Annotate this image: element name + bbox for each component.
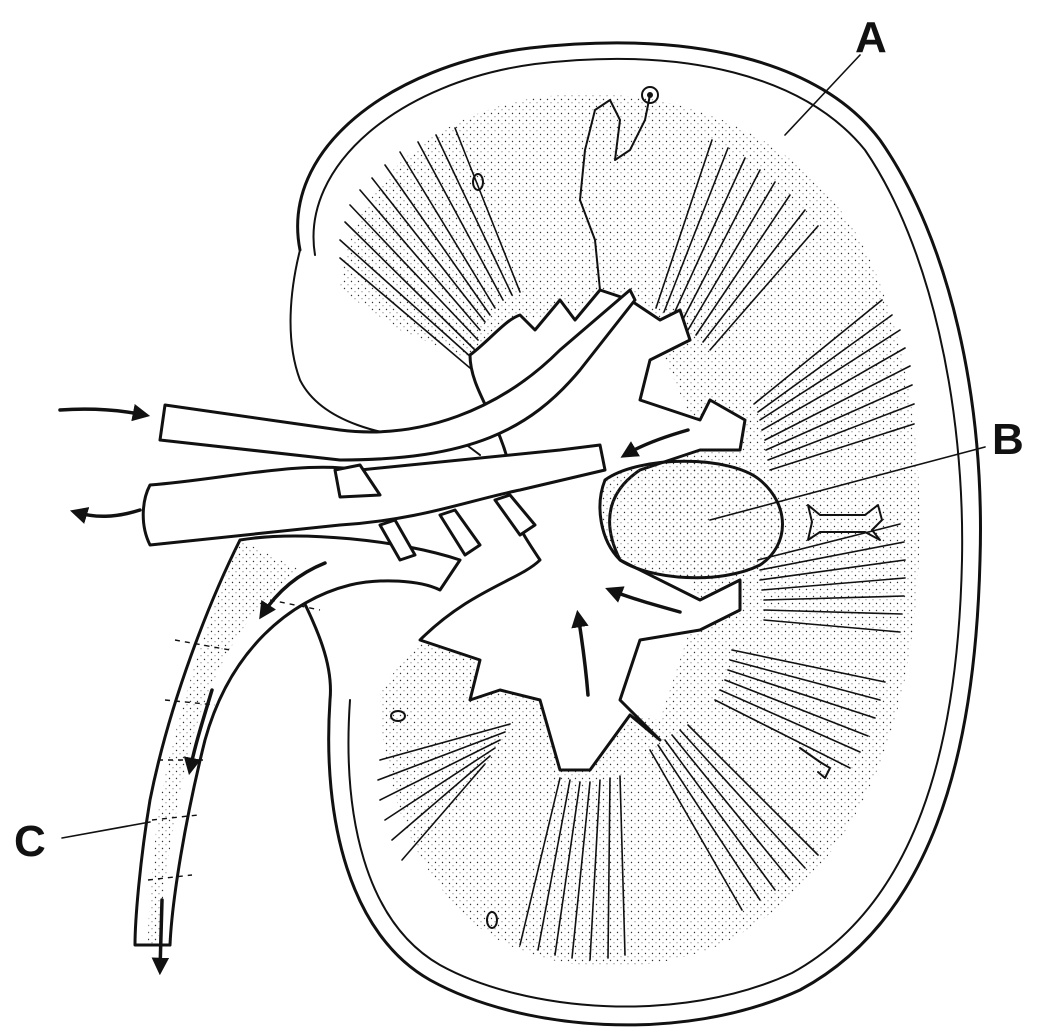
nephron-detail	[390, 86, 883, 929]
label-a: A	[855, 13, 887, 62]
renal-vessels	[141, 288, 637, 562]
ureter	[133, 534, 462, 947]
label-b: B	[992, 415, 1024, 464]
medullary-pyramids	[339, 127, 915, 961]
label-c: C	[14, 817, 46, 866]
flow-arrows	[58, 404, 690, 976]
renal-capsule	[283, 41, 982, 1027]
leader-lines	[61, 54, 986, 839]
